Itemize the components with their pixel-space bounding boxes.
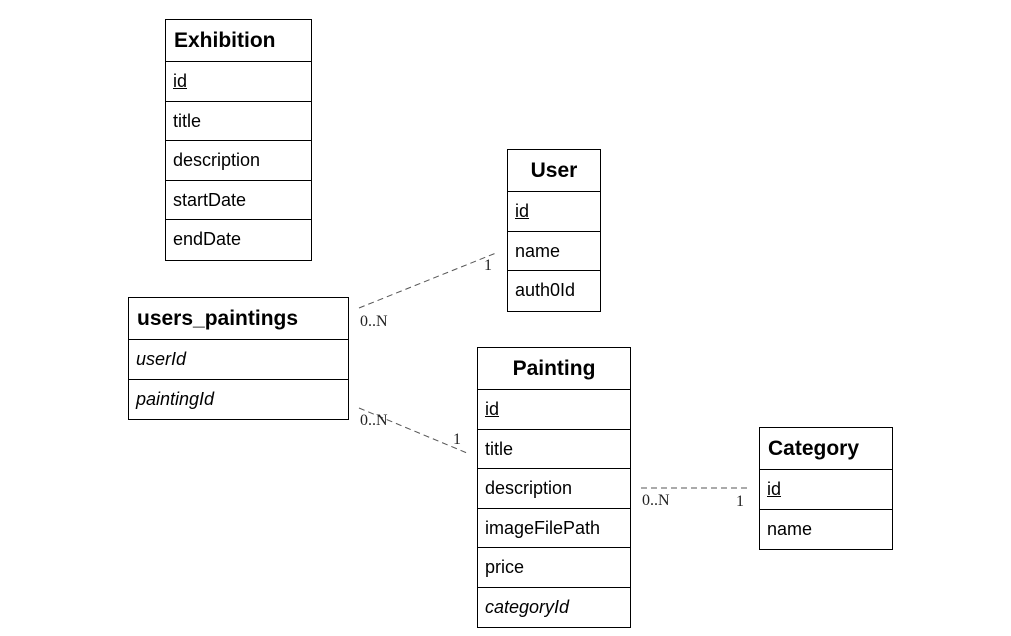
entity-category[interactable]: Category id name [759,427,893,550]
attribute-id: id [760,470,892,510]
attribute-description: description [166,141,311,181]
entity-title: User [508,150,600,192]
attribute-end-date: endDate [173,229,242,249]
attribute-auth0-id: auth0Id [515,280,576,300]
attribute-id: id [508,192,600,232]
attribute-user-id: userId [129,340,348,380]
attribute-id: id [478,390,630,430]
entity-user[interactable]: User id name auth0Id [507,149,601,312]
entity-title: users_paintings [129,298,348,340]
attribute-name: name [508,232,600,271]
attribute-painting-id: paintingId [136,388,215,409]
entity-title: Painting [478,348,630,390]
multiplicity-label: 1 [736,493,744,510]
multiplicity-label: 1 [484,257,492,274]
relation-line-users-paintings-user [358,252,497,309]
attribute-price: price [478,548,630,588]
attribute-image-file-path: imageFilePath [478,509,630,548]
attribute-category-id: categoryId [485,596,570,617]
entity-title: Exhibition [166,20,311,62]
attribute-start-date: startDate [166,181,311,220]
multiplicity-label: 0..N [642,492,670,509]
attribute-title: title [166,102,311,141]
entity-title: Category [760,428,892,470]
attribute-title: title [478,430,630,469]
attribute-description: description [478,469,630,509]
attribute-id: id [166,62,311,102]
multiplicity-label: 0..N [360,313,388,330]
entity-exhibition[interactable]: Exhibition id title description startDat… [165,19,312,261]
multiplicity-label: 0..N [360,412,388,429]
entity-users-paintings[interactable]: users_paintings userId paintingId [128,297,349,420]
multiplicity-label: 1 [453,431,461,448]
attribute-name: name [767,518,813,539]
entity-painting[interactable]: Painting id title description imageFileP… [477,347,631,628]
